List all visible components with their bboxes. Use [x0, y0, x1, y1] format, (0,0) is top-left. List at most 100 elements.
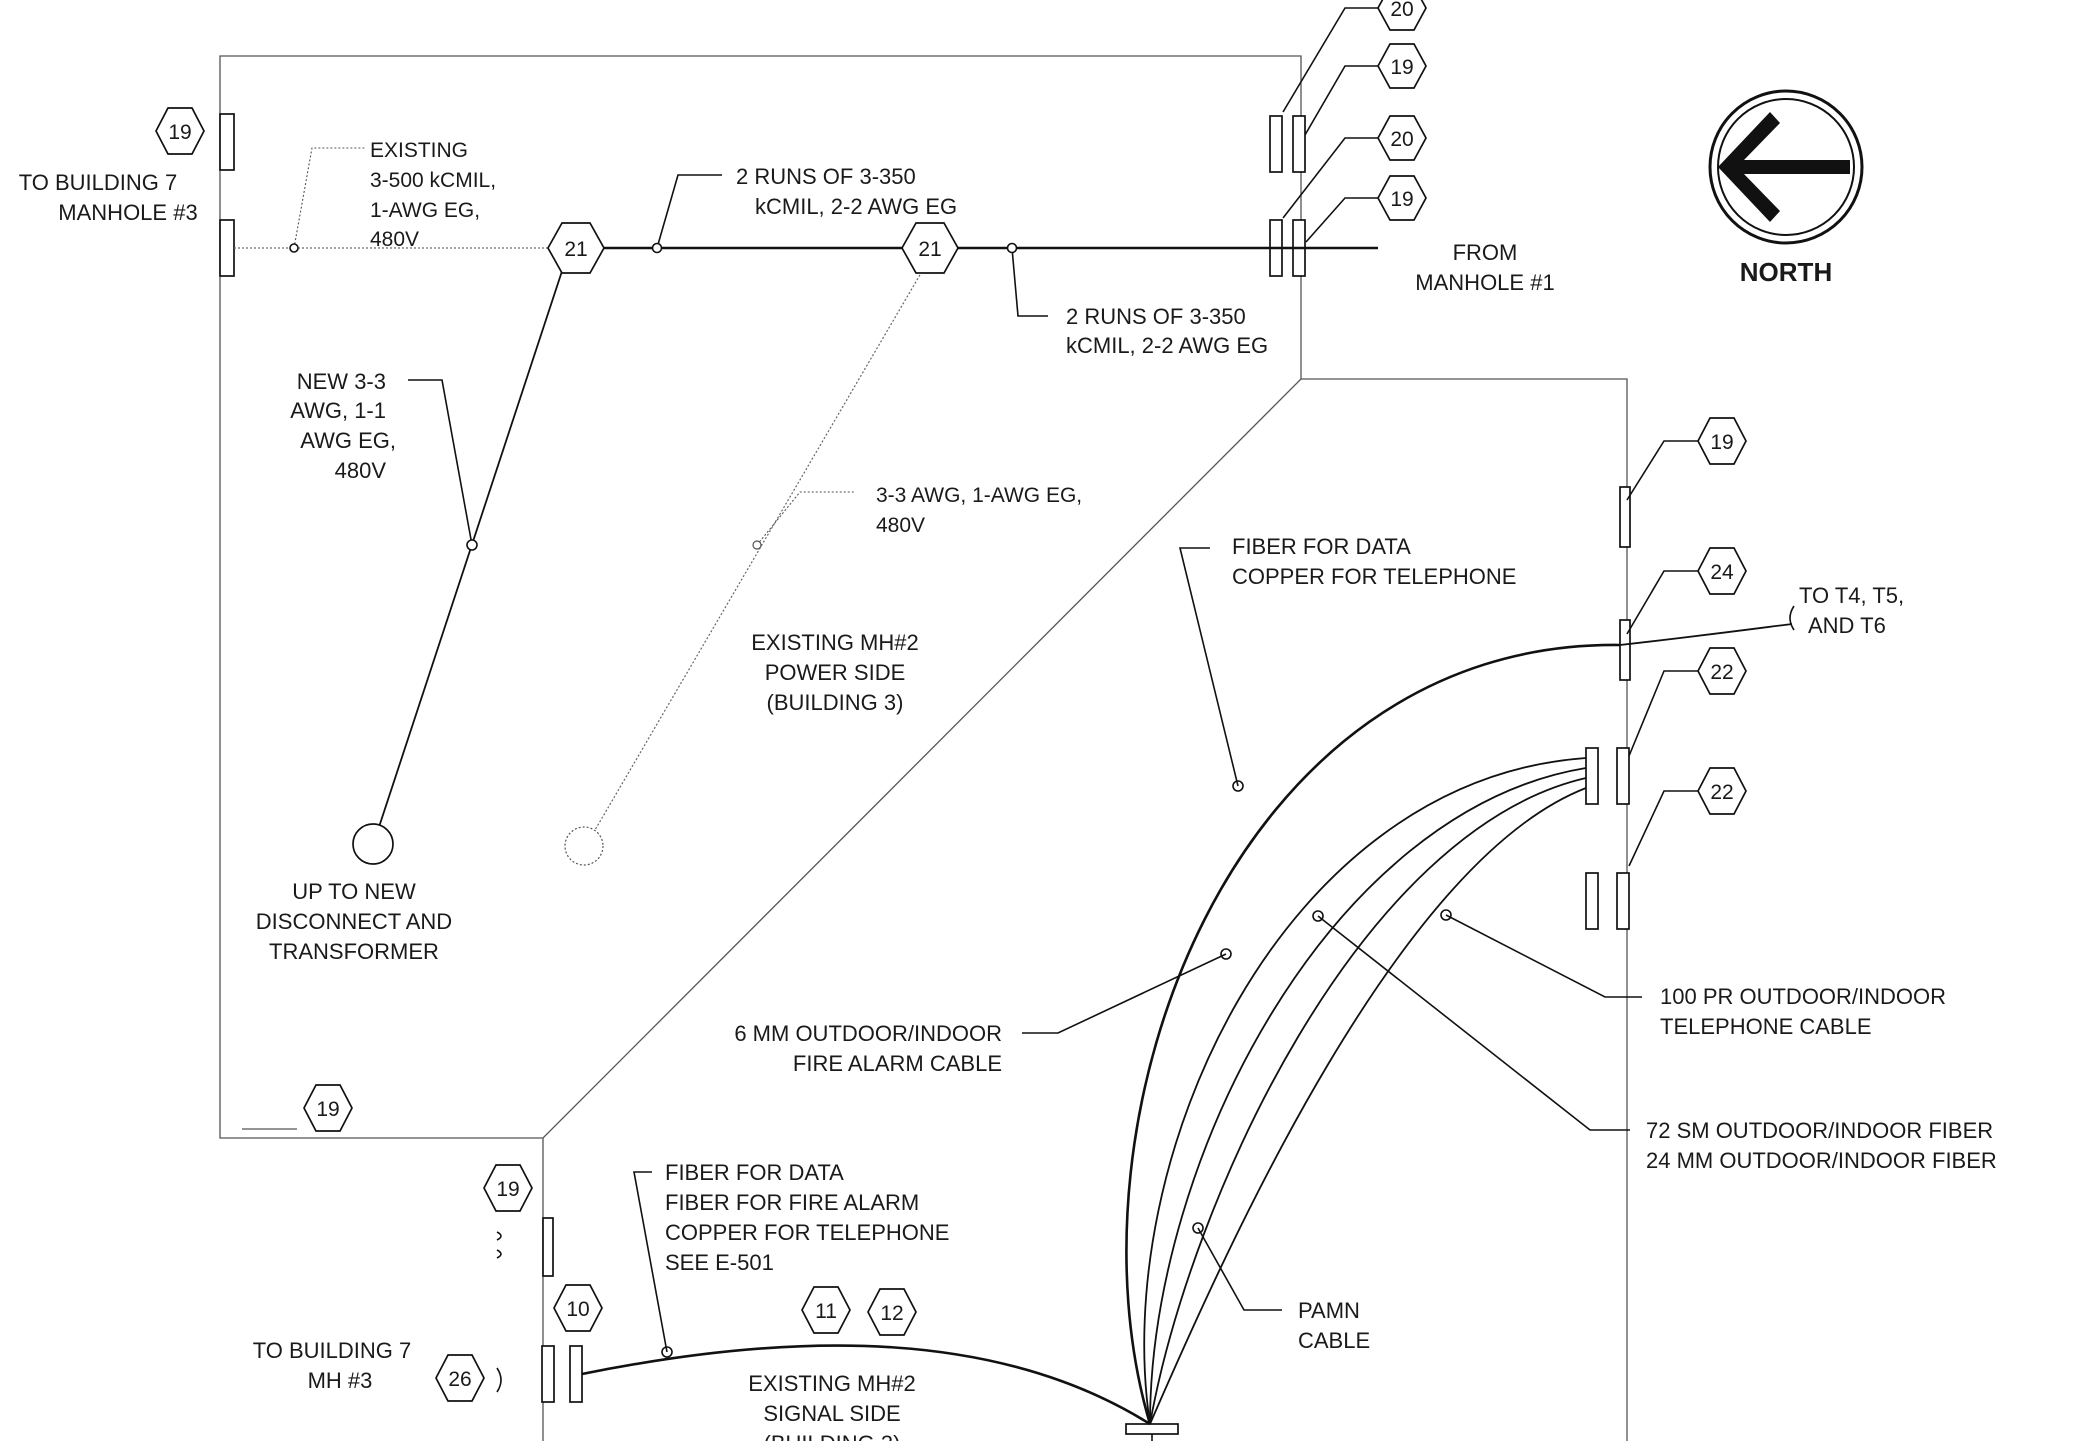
label-line: 2 RUNS OF 3-350 [736, 164, 916, 189]
wall-sleeve [1619, 619, 1631, 681]
break-symbol [1789, 605, 1795, 631]
label-line: 1-AWG EG, [370, 199, 480, 222]
tag-number: 20 [1390, 0, 1413, 21]
north-arrow: NORTH [1708, 89, 1864, 287]
wall-sleeve [219, 219, 235, 277]
label-line: EXISTING MH#2 [751, 630, 918, 655]
tag-number: 24 [1710, 561, 1734, 584]
tag-20: 20 [1377, 0, 1427, 31]
existing-small-feeder-leader [756, 491, 855, 546]
tag-number: 19 [496, 1178, 519, 1201]
label-line: kCMIL, 2-2 AWG EG [1066, 333, 1268, 358]
existing-small-feeder-line [594, 267, 925, 831]
tag-number: 19 [1390, 56, 1413, 79]
tag-number: 10 [566, 1298, 589, 1321]
label-line: TRANSFORMER [269, 939, 439, 964]
tag-22-leader [1628, 670, 1698, 757]
break-symbol [496, 1249, 502, 1259]
break-symbol [496, 1367, 502, 1393]
conduit-plate [1616, 872, 1630, 930]
tag-number: 22 [1710, 781, 1733, 804]
label-line: 480V [335, 458, 387, 483]
label-line: CABLE [1298, 1328, 1370, 1353]
label-line: FIBER FOR DATA [665, 1160, 844, 1185]
label-line: TO T4, T5, [1799, 583, 1904, 608]
label-line: 6 MM OUTDOOR/INDOOR [734, 1021, 1002, 1046]
label-line: (BUILDING 3) [764, 1431, 901, 1441]
existing-small-feeder-label: 3-3 AWG, 1-AWG EG, 480V [876, 484, 1082, 537]
label-line: MH #3 [308, 1368, 373, 1393]
tag-19: 19 [1377, 43, 1427, 89]
telephone-cable-label: 100 PR OUTDOOR/INDOOR TELEPHONE CABLE [1660, 984, 1946, 1039]
label-line: MANHOLE #1 [1415, 270, 1554, 295]
leader-dot [651, 242, 663, 254]
fire-alarm-cable [1143, 757, 1587, 1425]
tag-19-leader [1626, 440, 1698, 501]
label-line: AWG, 1-1 [290, 398, 386, 423]
tag-19: 19 [155, 107, 205, 155]
label-line: 100 PR OUTDOOR/INDOOR [1660, 984, 1946, 1009]
label-line: 24 MM OUTDOOR/INDOOR FIBER [1646, 1148, 1997, 1173]
west-arrow-icon [1718, 112, 1850, 222]
tag-number: 12 [880, 1302, 903, 1325]
tag-19-leader [1304, 65, 1380, 136]
fiber-cable [1149, 767, 1587, 1425]
riser-up-new [352, 823, 394, 865]
label-line: PAMN [1298, 1298, 1360, 1323]
fire-alarm-leader [1022, 953, 1227, 1034]
conduit-plate [1585, 872, 1599, 930]
label-line: FIRE ALARM CABLE [793, 1051, 1002, 1076]
tag-number: 19 [168, 121, 191, 144]
cable-tray [1125, 1423, 1179, 1435]
runs-bottom-leader [1011, 247, 1048, 317]
tag-20-leader [1282, 137, 1380, 219]
wall-sleeve [1292, 115, 1306, 173]
riser-existing [564, 826, 604, 866]
label-line: FROM [1453, 240, 1518, 265]
tag-number: 19 [1390, 188, 1413, 211]
label-line: 3-3 AWG, 1-AWG EG, [876, 484, 1082, 507]
label-line: DISCONNECT AND [256, 909, 452, 934]
tag-number: 21 [918, 238, 941, 261]
label-line: FIBER FOR DATA [1232, 534, 1411, 559]
leader-dot [752, 540, 762, 550]
tag-21: 21 [547, 222, 605, 274]
runs-top-leader [656, 174, 722, 249]
fiber-list-label: FIBER FOR DATA FIBER FOR FIRE ALARM COPP… [665, 1160, 949, 1275]
existing-feeder-leader [293, 147, 365, 249]
conduit-plate [1585, 747, 1599, 805]
tag-19: 19 [483, 1164, 533, 1212]
label-line: 72 SM OUTDOOR/INDOOR FIBER [1646, 1118, 1993, 1143]
conduit-plate [1269, 115, 1283, 173]
label-line: TELEPHONE CABLE [1660, 1014, 1872, 1039]
to-building-7-label: TO BUILDING 7 MANHOLE #3 [19, 170, 198, 225]
tag-22: 22 [1697, 767, 1747, 815]
telephone-cable-leader [1445, 914, 1642, 998]
label-line: SIGNAL SIDE [763, 1401, 900, 1426]
tag-number: 21 [564, 238, 587, 261]
tag-number: 11 [815, 1300, 837, 1323]
tag-21: 21 [901, 222, 959, 274]
fiber-cable-label: 72 SM OUTDOOR/INDOOR FIBER 24 MM OUTDOOR… [1646, 1118, 1997, 1173]
label-line: NEW 3-3 [297, 369, 386, 394]
label-line: COPPER FOR TELEPHONE [665, 1220, 949, 1245]
tag-number: 19 [316, 1098, 339, 1121]
to-t4-label: TO T4, T5, AND T6 [1799, 583, 1904, 638]
label-line: 3-500 kCMIL, [370, 169, 496, 192]
tag-24: 24 [1697, 547, 1747, 595]
label-line: UP TO NEW [292, 879, 416, 904]
fire-alarm-label: 6 MM OUTDOOR/INDOOR FIRE ALARM CABLE [734, 1021, 1002, 1076]
tag-22: 22 [1697, 647, 1747, 695]
wall-sleeve [1619, 486, 1631, 548]
signal-side-room-label: EXISTING MH#2 SIGNAL SIDE (BUILDING 3) [748, 1371, 915, 1446]
label-line: AND T6 [1808, 613, 1886, 638]
to-building-7-mh-label: TO BUILDING 7 MH #3 [253, 1338, 412, 1393]
tag-19: 19 [1377, 175, 1427, 221]
new-feeder-leader [408, 379, 473, 546]
from-manhole-label: FROM MANHOLE #1 [1415, 240, 1554, 295]
tag-12: 12 [867, 1288, 917, 1336]
conduit-plate [569, 1345, 583, 1403]
conduit-plate [541, 1345, 555, 1403]
